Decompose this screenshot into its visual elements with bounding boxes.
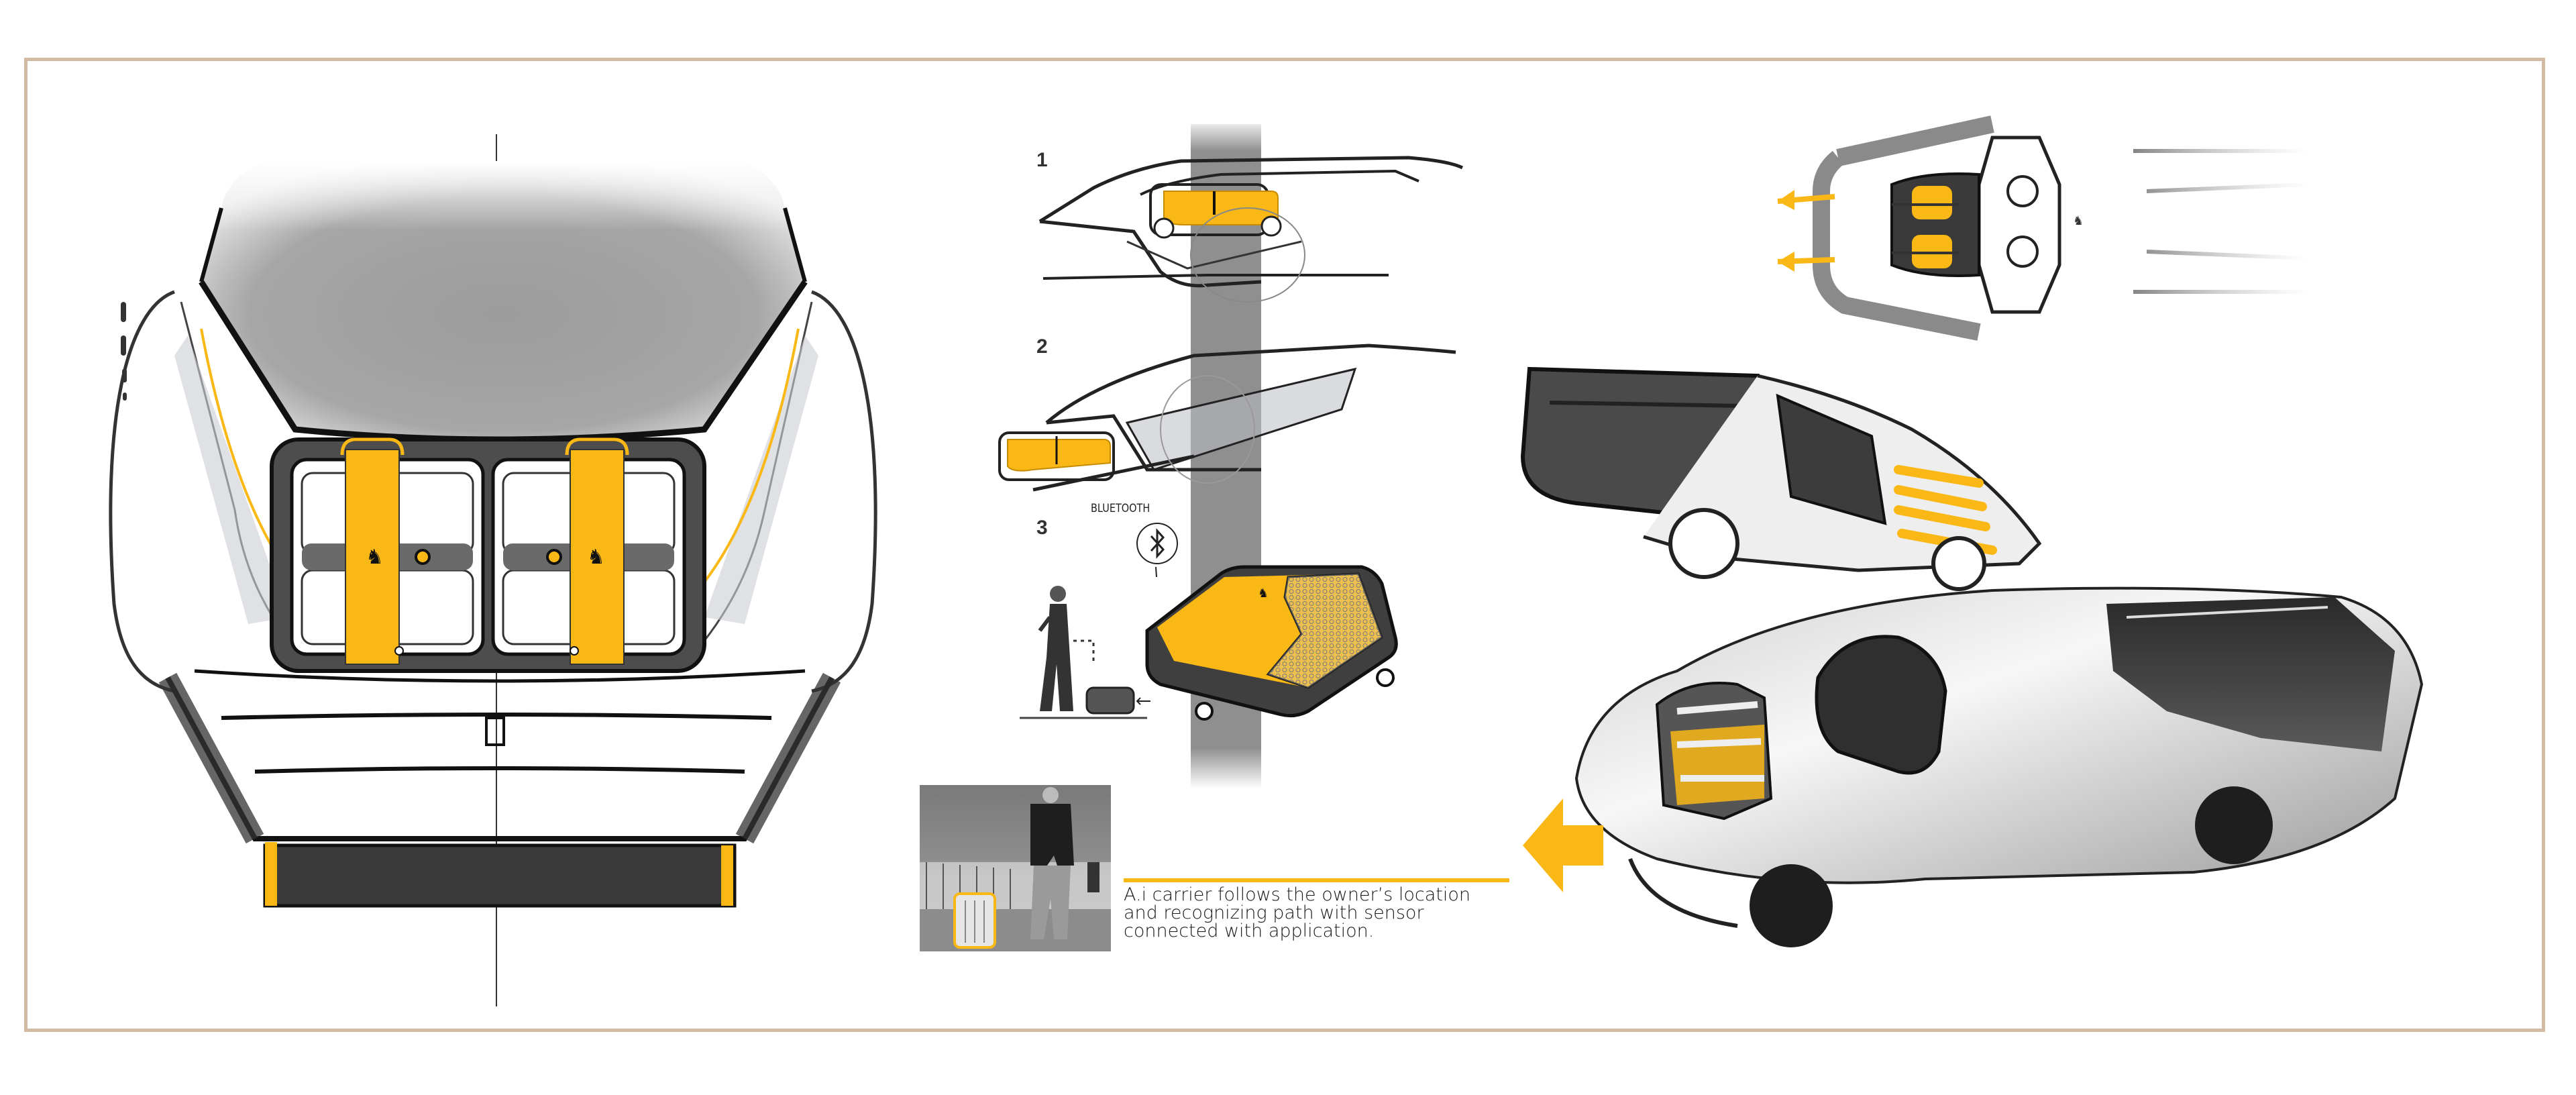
three-quarter-view-sketch <box>1509 342 2059 591</box>
svg-text:♞: ♞ <box>1258 586 1269 601</box>
step-2-sketch <box>993 315 1476 492</box>
svg-text:♞: ♞ <box>366 545 384 569</box>
board-frame <box>24 58 2545 1032</box>
caption-text: A.i carrier follows the owner’s location… <box>1124 884 1471 941</box>
step-1-sketch <box>1033 141 1476 309</box>
bluetooth-icon <box>1150 528 1165 559</box>
reference-photo <box>920 785 1111 951</box>
rear-view-sketch: ♞ ♞ <box>101 134 919 1006</box>
caption-accent-rule <box>1124 878 1509 882</box>
carrier-closeup-sketch: ♞ <box>1134 510 1462 731</box>
svg-text:♞: ♞ <box>587 545 605 569</box>
svg-text:♞: ♞ <box>2073 214 2084 228</box>
step-number-2: 2 <box>1036 335 1048 358</box>
person-sketch <box>1020 577 1154 725</box>
step-number-1: 1 <box>1036 149 1048 171</box>
bluetooth-bubble <box>1134 520 1181 587</box>
step-number-3: 3 <box>1036 517 1048 539</box>
top-view-sketch: ♞ <box>1758 111 2308 341</box>
hero-view-rendering <box>1523 577 2462 947</box>
bluetooth-label: BLUETOOTH <box>1091 502 1150 515</box>
